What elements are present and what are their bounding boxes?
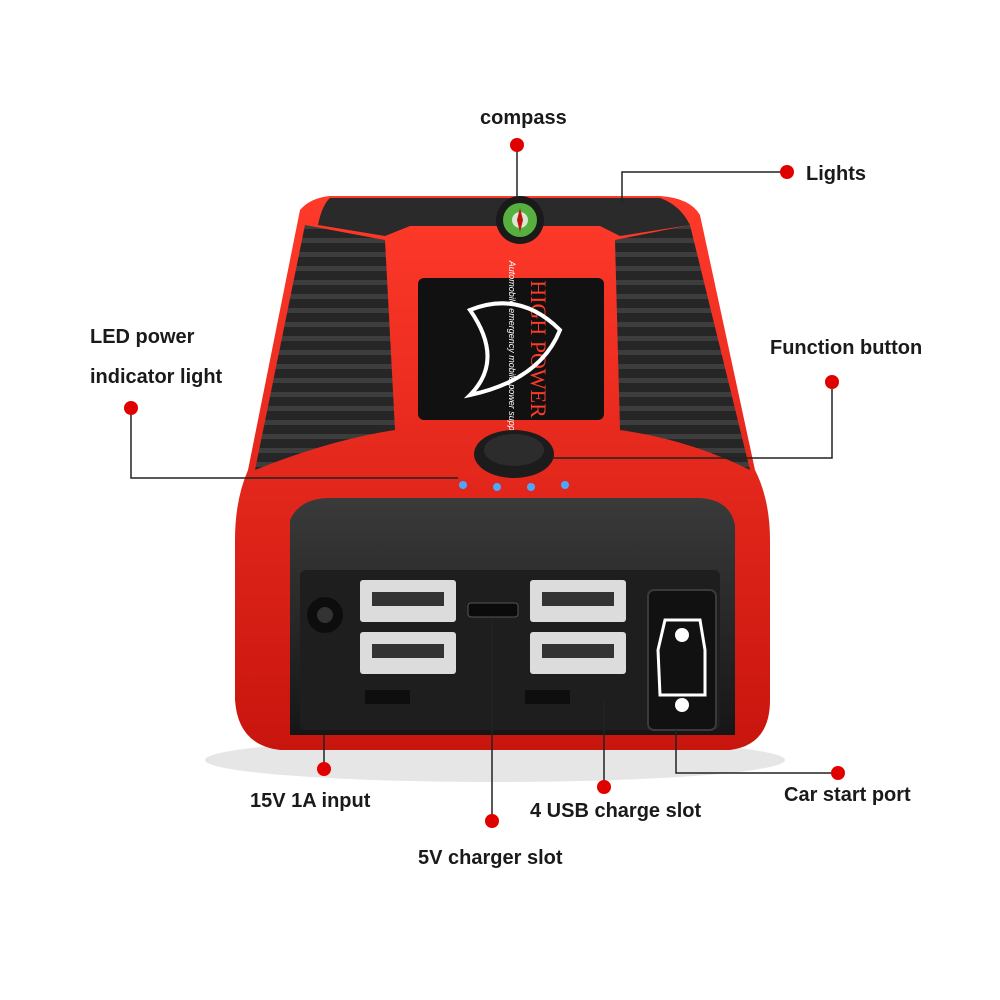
left-rubber-bumper — [255, 225, 395, 470]
car-start-marker — [831, 766, 845, 780]
label-car-start: Car start port — [784, 784, 911, 806]
label-led-line2: indicator light — [90, 366, 223, 388]
right-rubber-bumper — [615, 225, 750, 470]
charger-marker — [485, 814, 499, 828]
usb-ports-left — [360, 580, 456, 674]
lights-marker — [780, 165, 794, 179]
dc-input-jack — [307, 597, 343, 633]
label-usb: 4 USB charge slot — [530, 800, 702, 822]
label-function-button: Function button — [770, 337, 923, 359]
label-input: 15V 1A input — [250, 790, 371, 812]
label-led-line1: LED power — [90, 326, 195, 348]
display-panel — [418, 278, 604, 420]
leader-lines — [130, 148, 838, 820]
compass-marker — [510, 138, 524, 152]
usb-ports-right — [530, 580, 626, 674]
compass-icon — [496, 196, 544, 244]
label-lights: Lights — [806, 163, 866, 185]
input-marker — [317, 762, 331, 776]
led-indicators — [459, 481, 569, 491]
brand-tagline: Automobile emergency mobile power supply — [507, 260, 517, 438]
label-compass: compass — [480, 107, 567, 129]
label-charger: 5V charger slot — [418, 847, 563, 869]
brand-title: HIGH POWER — [526, 280, 551, 418]
led-marker — [124, 401, 138, 415]
function-button-marker — [825, 375, 839, 389]
usb-marker — [597, 780, 611, 794]
car-start-port — [647, 589, 717, 731]
micro-usb-port — [467, 602, 519, 618]
